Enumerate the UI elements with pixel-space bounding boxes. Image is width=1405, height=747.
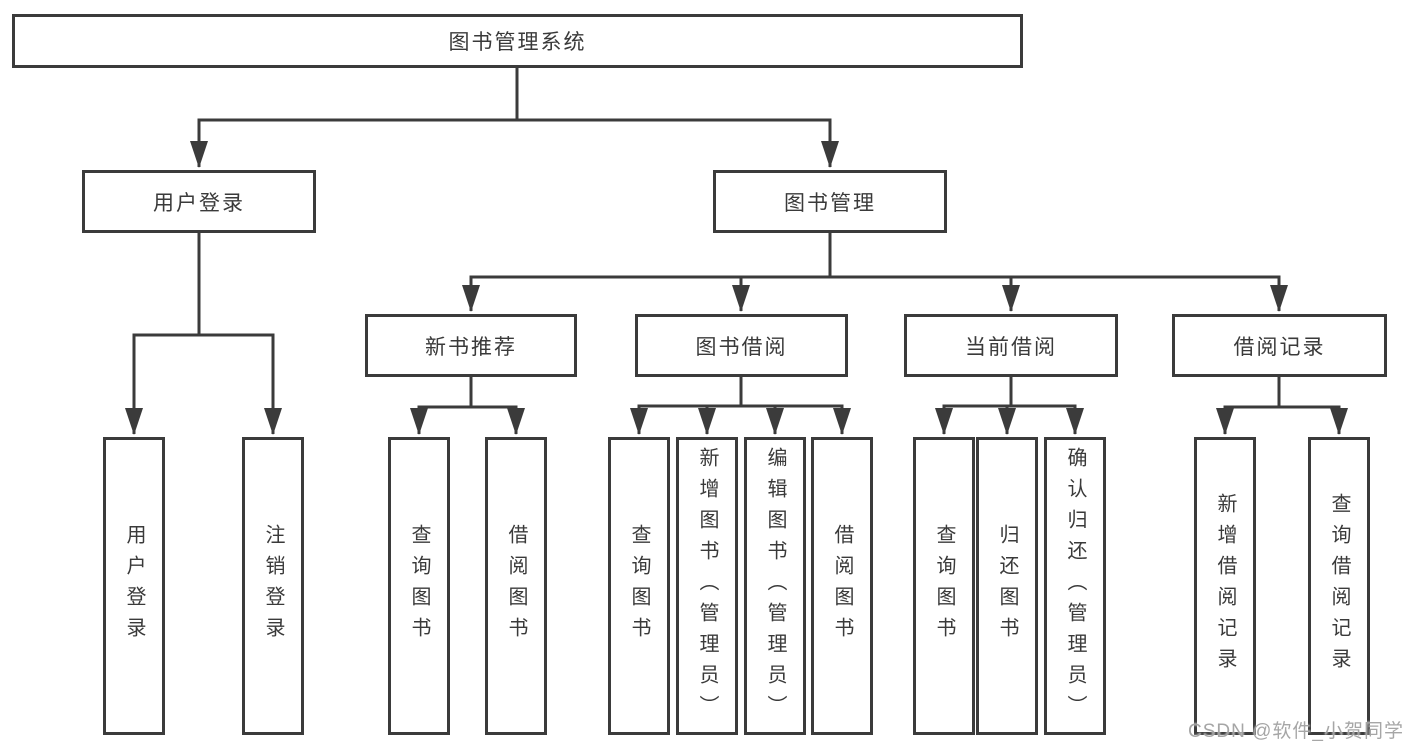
leaf-query-borrow-record: 查询借阅记录 (1308, 437, 1370, 735)
node-book-borrowing: 图书借阅 (635, 314, 848, 377)
leaf-label: 借阅图书 (505, 524, 527, 648)
node-label: 图书管理 (784, 191, 876, 215)
node-root-label: 图书管理系统 (448, 31, 587, 54)
node-book-management-branch: 图书管理 (713, 170, 947, 233)
connector-borrow-to-leaves (630, 377, 851, 435)
leaf-query-books: 查询图书 (913, 437, 975, 735)
leaf-confirm-return-admin: 确认归还（管理员） (1044, 437, 1106, 735)
connector-root-to-level2 (190, 68, 839, 168)
leaf-label: 查询借阅记录 (1328, 493, 1350, 679)
leaf-logout: 注销登录 (242, 437, 304, 735)
leaf-edit-books-admin: 编辑图书（管理员） (744, 437, 806, 735)
node-label: 当前借阅 (965, 335, 1057, 359)
node-label: 借阅记录 (1233, 335, 1326, 359)
leaf-add-borrow-record: 新增借阅记录 (1194, 437, 1256, 735)
leaf-label: 用户登录 (123, 524, 145, 648)
leaf-add-books-admin: 新增图书（管理员） (676, 437, 738, 735)
leaf-label: 查询图书 (628, 524, 650, 648)
leaf-label: 编辑图书（管理员） (764, 446, 786, 726)
node-current-borrowing: 当前借阅 (904, 314, 1118, 377)
connector-recommend-to-leaves (410, 377, 525, 435)
csdn-watermark: CSDN @软件_小贺同学 (1188, 721, 1404, 742)
connector-login-to-leaves (125, 233, 282, 435)
leaf-query-books: 查询图书 (388, 437, 450, 735)
node-label: 图书借阅 (695, 335, 788, 359)
node-new-book-recommendation: 新书推荐 (365, 314, 577, 377)
node-label: 用户登录 (153, 191, 245, 215)
leaf-query-books: 查询图书 (608, 437, 670, 735)
node-borrowing-records: 借阅记录 (1172, 314, 1387, 377)
leaf-borrow-books: 借阅图书 (485, 437, 547, 735)
leaf-label: 借阅图书 (831, 524, 853, 648)
leaf-user-login: 用户登录 (103, 437, 165, 735)
leaf-borrow-books: 借阅图书 (811, 437, 873, 735)
connector-mgmt-to-level3 (462, 233, 1288, 312)
connector-current-to-leaves (935, 377, 1084, 435)
leaf-label: 注销登录 (262, 524, 284, 648)
leaf-label: 归还图书 (996, 524, 1018, 648)
leaf-label: 新增图书（管理员） (696, 446, 718, 726)
leaf-label: 查询图书 (408, 524, 430, 648)
leaf-label: 新增借阅记录 (1214, 493, 1236, 679)
node-root-system: 图书管理系统 (12, 14, 1023, 68)
leaf-return-books: 归还图书 (976, 437, 1038, 735)
leaf-label: 查询图书 (933, 524, 955, 648)
connector-history-to-leaves (1216, 377, 1348, 435)
node-label: 新书推荐 (425, 335, 517, 359)
node-user-login-branch: 用户登录 (82, 170, 316, 233)
leaf-label: 确认归还（管理员） (1064, 446, 1086, 726)
